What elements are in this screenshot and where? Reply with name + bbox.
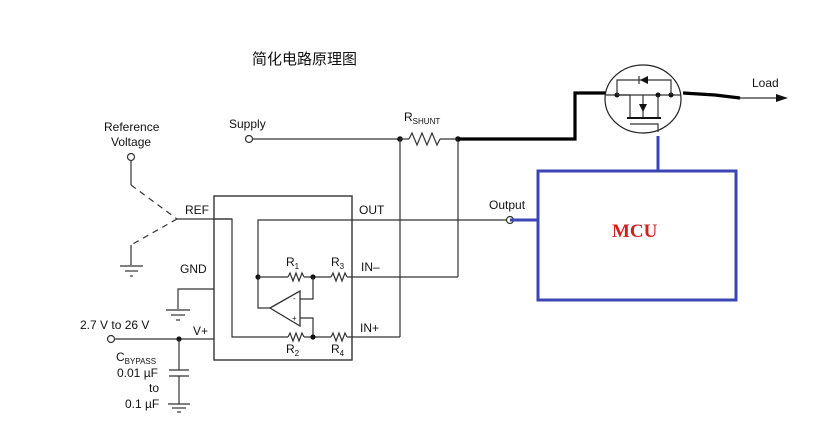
cbypass-to-label: to bbox=[149, 381, 159, 395]
opamp-noninverting-wire bbox=[300, 317, 314, 337]
vplus-terminal[interactable] bbox=[106, 334, 116, 344]
supply-terminal[interactable] bbox=[244, 134, 254, 144]
cbypass-label: CBYPASS bbox=[116, 350, 156, 366]
mcu-label: MCU bbox=[612, 221, 658, 242]
pin-gnd-label: GND bbox=[180, 262, 207, 276]
diagram-title: 简化电路原理图 bbox=[252, 50, 357, 68]
mcu-block bbox=[536, 169, 738, 302]
arrow-right-icon bbox=[776, 94, 788, 102]
cbypass-value-min: 0.01 µF bbox=[117, 366, 158, 380]
ref-internal-wire bbox=[214, 218, 288, 338]
ic-package bbox=[213, 195, 353, 361]
resistor-r1 bbox=[287, 271, 305, 283]
gnd-wire bbox=[177, 288, 214, 309]
ground-icon bbox=[166, 309, 190, 321]
resistor-rshunt bbox=[408, 131, 441, 147]
resistor-r4 bbox=[330, 331, 348, 343]
rshunt-label: RSHUNT bbox=[404, 110, 440, 126]
opamp-icon bbox=[268, 289, 301, 328]
cbypass-value-max: 0.1 µF bbox=[125, 397, 159, 411]
ground-icon bbox=[168, 403, 190, 413]
mosfet-icon bbox=[604, 64, 682, 134]
pin-ref-label: REF bbox=[185, 203, 209, 217]
out-wire bbox=[257, 219, 512, 309]
resistor-r3 bbox=[330, 271, 348, 283]
r1-label: R1 bbox=[286, 255, 300, 271]
reference-voltage-label-2: Voltage bbox=[111, 135, 151, 149]
ref-selector-dash-upper bbox=[130, 184, 178, 220]
pin-out-label: OUT bbox=[359, 203, 385, 217]
pin-in-plus-label: IN+ bbox=[360, 321, 379, 335]
reference-voltage-label-1: Reference bbox=[104, 120, 160, 134]
opamp-minus: - bbox=[293, 294, 296, 303]
ref-selector-dash-lower bbox=[130, 218, 178, 246]
opamp-inverting-wire bbox=[300, 277, 314, 300]
pin-vplus-label: V+ bbox=[193, 324, 208, 338]
reference-voltage-terminal[interactable] bbox=[126, 152, 136, 162]
output-label: Output bbox=[489, 198, 526, 212]
r3-label: R3 bbox=[331, 255, 345, 271]
r4-label: R4 bbox=[331, 342, 345, 358]
node-dot bbox=[310, 334, 316, 340]
pin-in-minus-label: IN– bbox=[361, 260, 380, 274]
resistor-r2 bbox=[287, 331, 305, 343]
power-path-wire bbox=[458, 91, 614, 141]
capacitor-icon bbox=[169, 369, 189, 377]
ground-icon bbox=[120, 265, 143, 277]
supply-range-label: 2.7 V to 26 V bbox=[80, 318, 149, 332]
load-path-wire bbox=[682, 91, 741, 100]
supply-label: Supply bbox=[229, 117, 266, 131]
load-label: Load bbox=[752, 76, 779, 90]
r2-label: R2 bbox=[286, 342, 300, 358]
opamp-plus: + bbox=[292, 314, 297, 323]
